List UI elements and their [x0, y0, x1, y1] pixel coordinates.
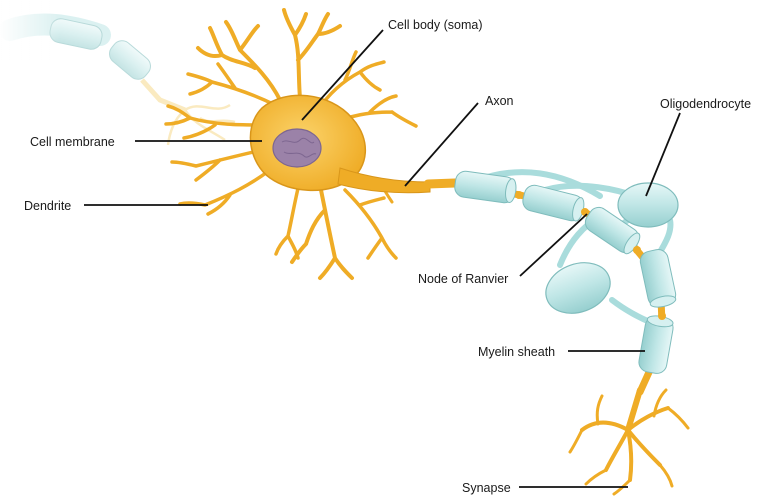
axon [428, 183, 455, 184]
axon-hillock [338, 168, 430, 193]
synapse-label: Synapse [462, 481, 511, 495]
myelin-sheath-segment [638, 248, 677, 310]
leader-lines [84, 30, 680, 487]
dendrite-label: Dendrite [24, 199, 71, 213]
axon-terminal [570, 390, 688, 494]
cell-body-label: Cell body (soma) [388, 18, 482, 32]
axon-label: Axon [485, 94, 514, 108]
leader-oligodendrocyte [646, 113, 680, 196]
upstream-axon [0, 0, 235, 145]
oligodendrocyte-lower [539, 254, 617, 322]
myelin-sheath-label: Myelin sheath [478, 345, 555, 359]
node-of-ranvier-label: Node of Ranvier [418, 272, 508, 286]
leader-cell-body [302, 30, 383, 120]
myelin-sheath-segment [637, 314, 674, 375]
cell-membrane-label: Cell membrane [30, 135, 115, 149]
oligodendrocyte-label: Oligodendrocyte [660, 97, 751, 111]
nucleus [273, 129, 321, 167]
